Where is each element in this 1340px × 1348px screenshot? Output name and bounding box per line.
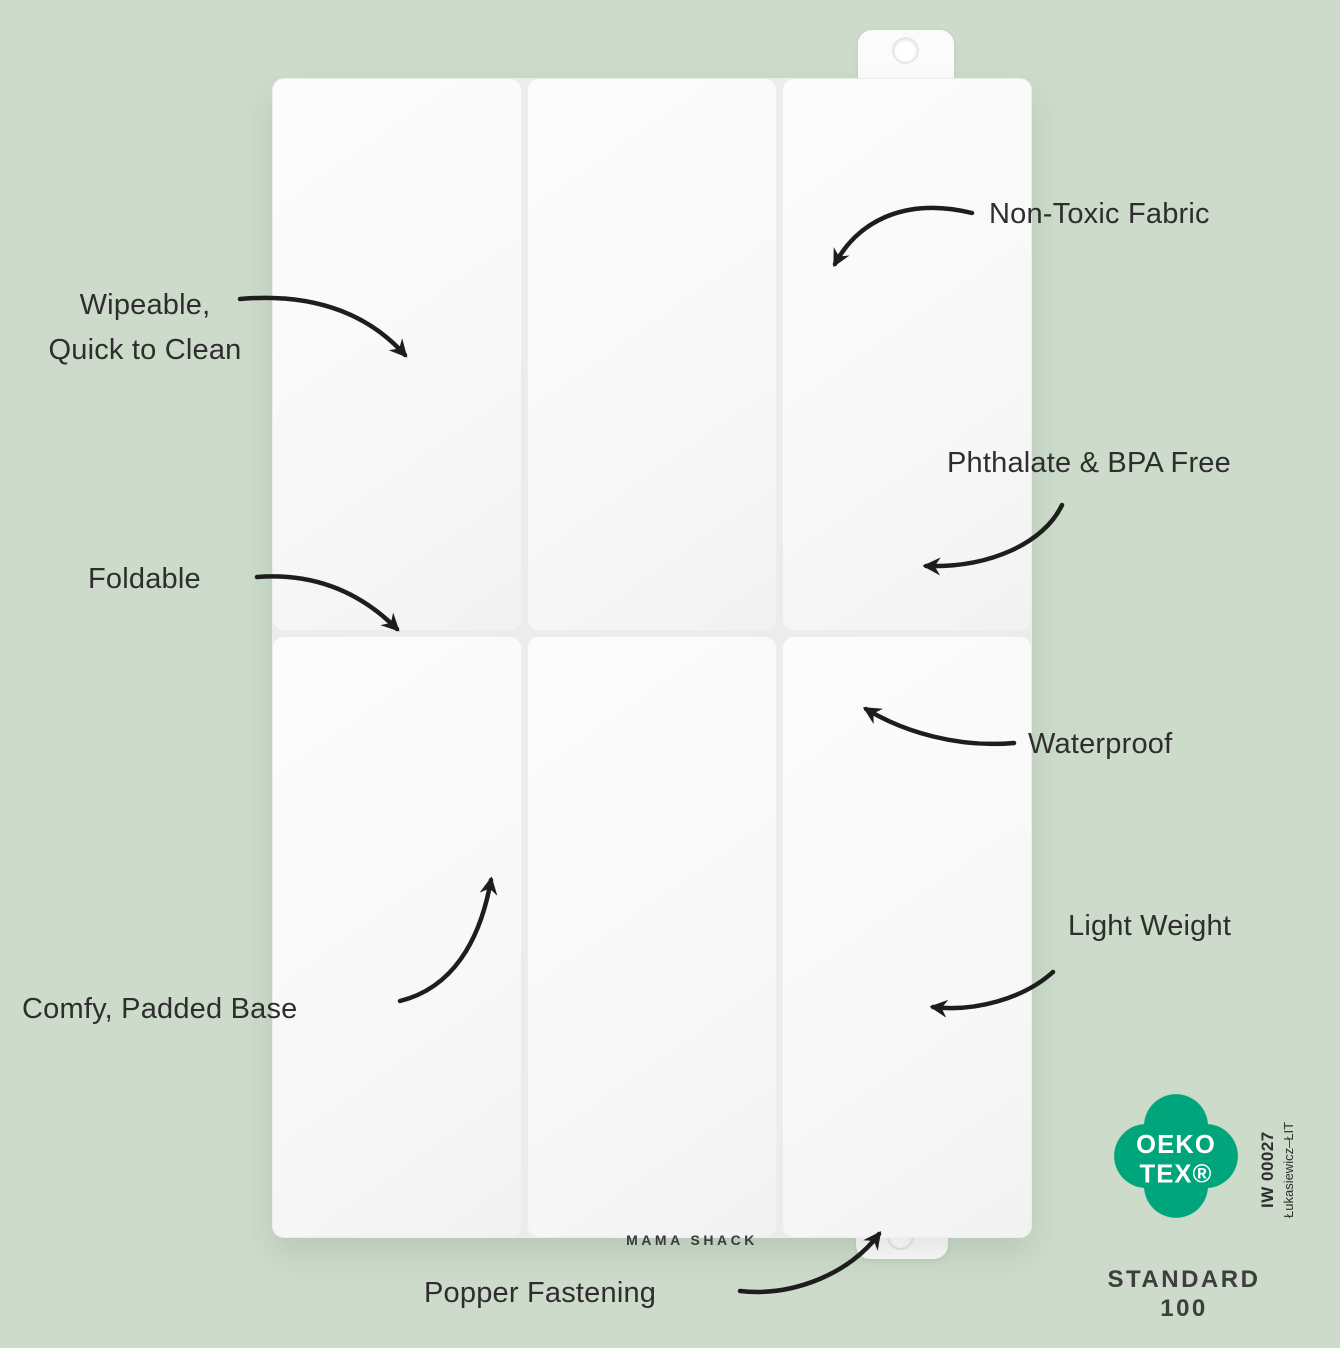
mat-panel (782, 636, 1032, 1238)
badge-tex-text: TEX® (1140, 1161, 1213, 1189)
badge-institute: Łukasiewicz–ŁIT (1281, 1121, 1296, 1219)
mat-panel (272, 636, 522, 1238)
mat-panel (527, 78, 777, 631)
label-popper: Popper Fastening (424, 1277, 657, 1309)
label-foldable: Foldable (88, 563, 201, 595)
badge-oeko-text: OEKO (1136, 1131, 1216, 1159)
label-non-toxic: Non-Toxic Fabric (989, 198, 1210, 230)
label-light-weight: Light Weight (1068, 910, 1232, 942)
badge-cert-id: IW 00027 (1258, 1131, 1277, 1209)
label-comfy: Comfy, Padded Base (22, 993, 298, 1025)
label-wipeable: Wipeable, Quick to Clean (4, 283, 286, 373)
oeko-tex-badge-shape: OEKO TEX® (1114, 1094, 1238, 1218)
label-phthalate: Phthalate & BPA Free (947, 447, 1231, 479)
mat-panel (782, 78, 1032, 631)
label-waterproof: Waterproof (1028, 728, 1173, 760)
oeko-tex-badge: OEKO TEX® (1112, 1092, 1240, 1220)
label-wipeable-line1: Wipeable, (79, 289, 211, 321)
popper-snap-icon (892, 37, 919, 64)
badge-standard-line2: 100 (1160, 1294, 1208, 1322)
changing-mat (272, 78, 1032, 1238)
badge-standard-label: STANDARD 100 (1100, 1266, 1268, 1324)
mat-panel (527, 636, 777, 1238)
badge-standard-line1: STANDARD (1107, 1266, 1261, 1293)
badge-certificate-info: IW 00027 Łukasiewicz–ŁIT (1258, 1094, 1296, 1246)
brand-text: MAMA SHACK (626, 1232, 758, 1248)
mat-panel (272, 78, 522, 631)
label-wipeable-line2: Quick to Clean (48, 333, 242, 366)
